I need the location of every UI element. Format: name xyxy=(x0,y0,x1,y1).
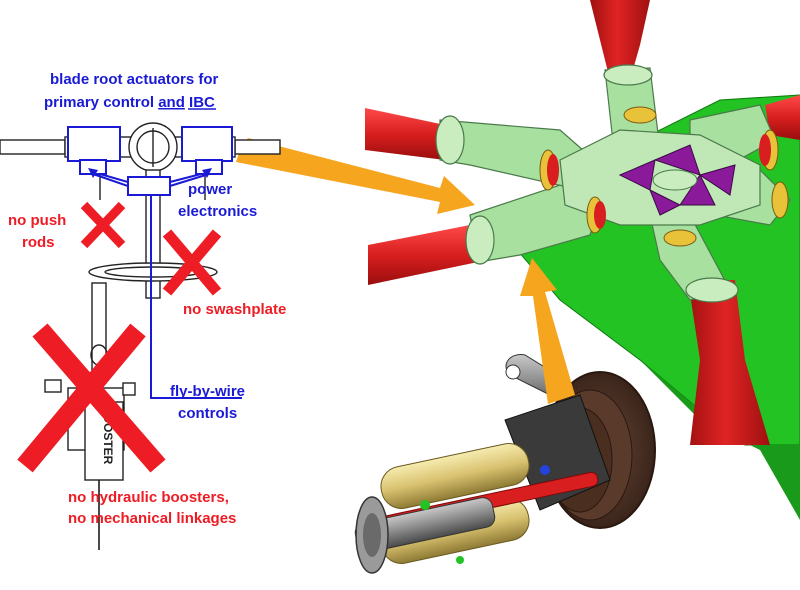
power-label-line2: electronics xyxy=(178,203,257,220)
cross-no-swashplate xyxy=(162,229,222,296)
no-swashplate-label: no swashplate xyxy=(183,301,286,318)
labels: blade root actuators for primary control… xyxy=(8,71,286,527)
power-electronics-box xyxy=(127,176,171,196)
fbw-label-line2: controls xyxy=(178,405,237,422)
power-label-line1: power xyxy=(188,181,232,198)
purple-hub-plate xyxy=(618,144,736,216)
hub-actuators xyxy=(539,106,789,247)
no-push-rods-line2: rods xyxy=(22,234,55,251)
cross-no-hydraulic xyxy=(17,323,166,473)
actuators-label-line1: blade root actuators for xyxy=(50,71,219,88)
fbw-label-line1: fly-by-wire xyxy=(170,383,245,400)
actuator-render xyxy=(354,354,656,574)
red-crosses xyxy=(17,201,222,473)
no-push-rods-line1: no push xyxy=(8,212,66,229)
blade-right xyxy=(765,95,800,140)
blade-bottom xyxy=(688,280,770,445)
actuators-label-line2: primary control and IBC xyxy=(44,94,215,111)
arrow-to-hub xyxy=(236,138,475,214)
blade-top xyxy=(590,0,650,80)
schematic-blue xyxy=(67,126,233,196)
orange-arrows xyxy=(236,138,575,404)
no-hydraulic-line2: no mechanical linkages xyxy=(68,510,236,527)
rotor-hub-render xyxy=(365,0,800,520)
blade-left-upper xyxy=(365,108,445,160)
arrow-from-actuator xyxy=(520,258,575,404)
blade-left-lower xyxy=(368,225,478,285)
no-hydraulic-line1: no hydraulic boosters, xyxy=(68,489,229,506)
cross-no-push-rods xyxy=(80,201,126,249)
left-actuator-box xyxy=(67,126,121,162)
fly-by-wire-lines xyxy=(92,173,242,399)
right-actuator-box xyxy=(181,126,233,162)
